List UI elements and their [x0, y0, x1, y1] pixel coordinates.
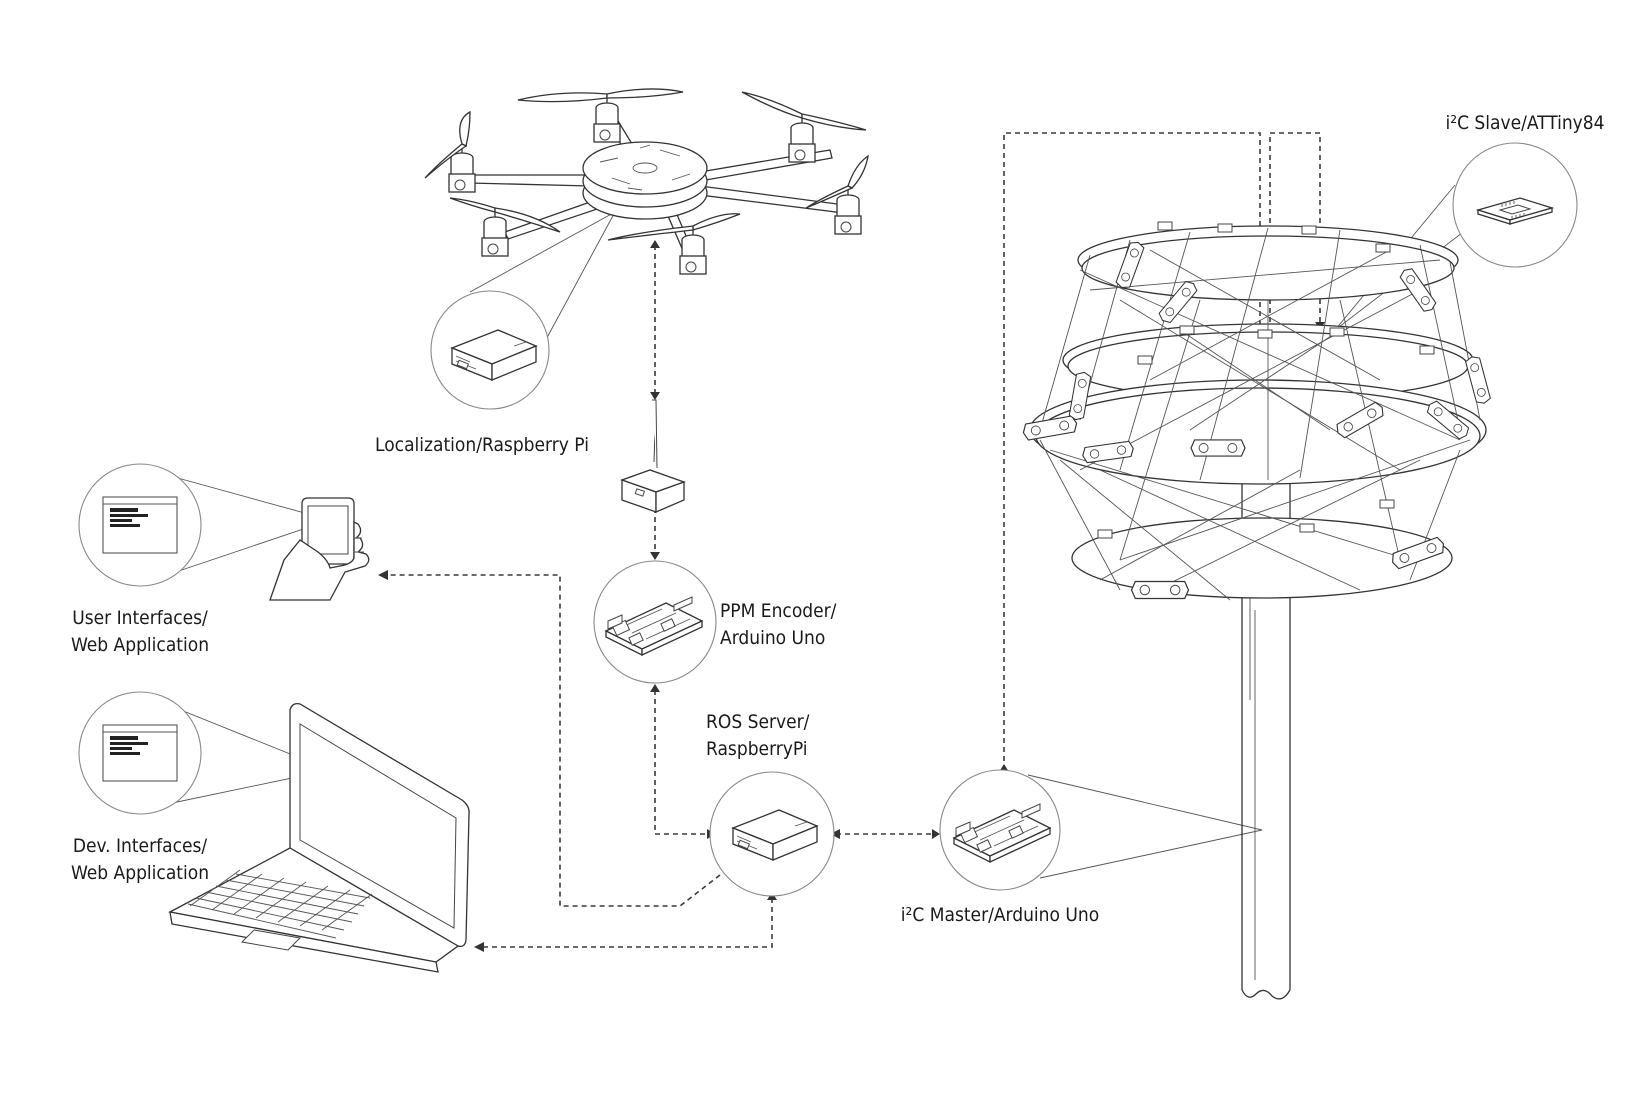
hexacopter-drone-icon — [424, 88, 869, 275]
i2c-master-callout — [939, 769, 1061, 891]
connectors — [378, 132, 1325, 952]
i2c-master-label: i²C Master/Arduino Uno — [885, 902, 1115, 929]
ppm-encoder-label-line-1: PPM Encoder/ — [720, 600, 837, 622]
localization-callout — [430, 290, 550, 410]
ppm-encoder-callout — [593, 560, 717, 684]
i2c-slave-label: i²C Slave/ATTiny84 — [1420, 110, 1630, 137]
connector-ppm-ros — [654, 690, 710, 835]
web-app-window-icon — [102, 724, 178, 782]
localization-label: Localization/Raspberry Pi — [362, 432, 602, 459]
smartphone-in-hand-icon — [269, 497, 370, 601]
user-interfaces-label-line-2: Web Application — [70, 634, 210, 656]
user-interfaces-callout — [78, 463, 202, 587]
ppm-encoder-label: PPM Encoder/ Arduino Uno — [720, 598, 870, 652]
ros-server-label: ROS Server/ RaspberryPi — [706, 709, 846, 763]
localization-label-line-1: Localization/Raspberry Pi — [375, 434, 589, 456]
connector-ros-dev-interfaces — [480, 898, 773, 948]
web-app-window-icon — [102, 496, 178, 554]
attiny84-chip-icon — [1475, 197, 1555, 225]
connector-ros-user-interfaces — [385, 574, 721, 907]
deployable-truss-structure-icon — [1021, 221, 1492, 601]
dev-interfaces-label: Dev. Interfaces/ Web Application — [50, 833, 230, 887]
dev-interfaces-label-line-1: Dev. Interfaces/ — [72, 835, 208, 857]
i2c-master-label-line-1: i²C Master/Arduino Uno — [900, 904, 1100, 926]
radio-transmitter-icon — [620, 399, 686, 513]
i2c-slave-label-line-1: i²C Slave/ATTiny84 — [1445, 112, 1605, 134]
dev-interfaces-callout — [78, 691, 202, 815]
connector-i2c-bus — [1003, 132, 1261, 770]
ros-server-label-line-2: RaspberryPi — [706, 738, 808, 760]
ros-server-label-line-1: ROS Server/ — [706, 711, 810, 733]
ppm-encoder-label-line-2: Arduino Uno — [720, 627, 826, 649]
ros-server-callout — [709, 771, 835, 897]
dev-interfaces-label-line-2: Web Application — [70, 862, 210, 884]
user-interfaces-label: User Interfaces/ Web Application — [50, 605, 230, 659]
user-interfaces-label-line-1: User Interfaces/ — [72, 607, 208, 629]
laptop-icon — [168, 702, 470, 973]
i2c-slave-callout — [1452, 142, 1578, 268]
